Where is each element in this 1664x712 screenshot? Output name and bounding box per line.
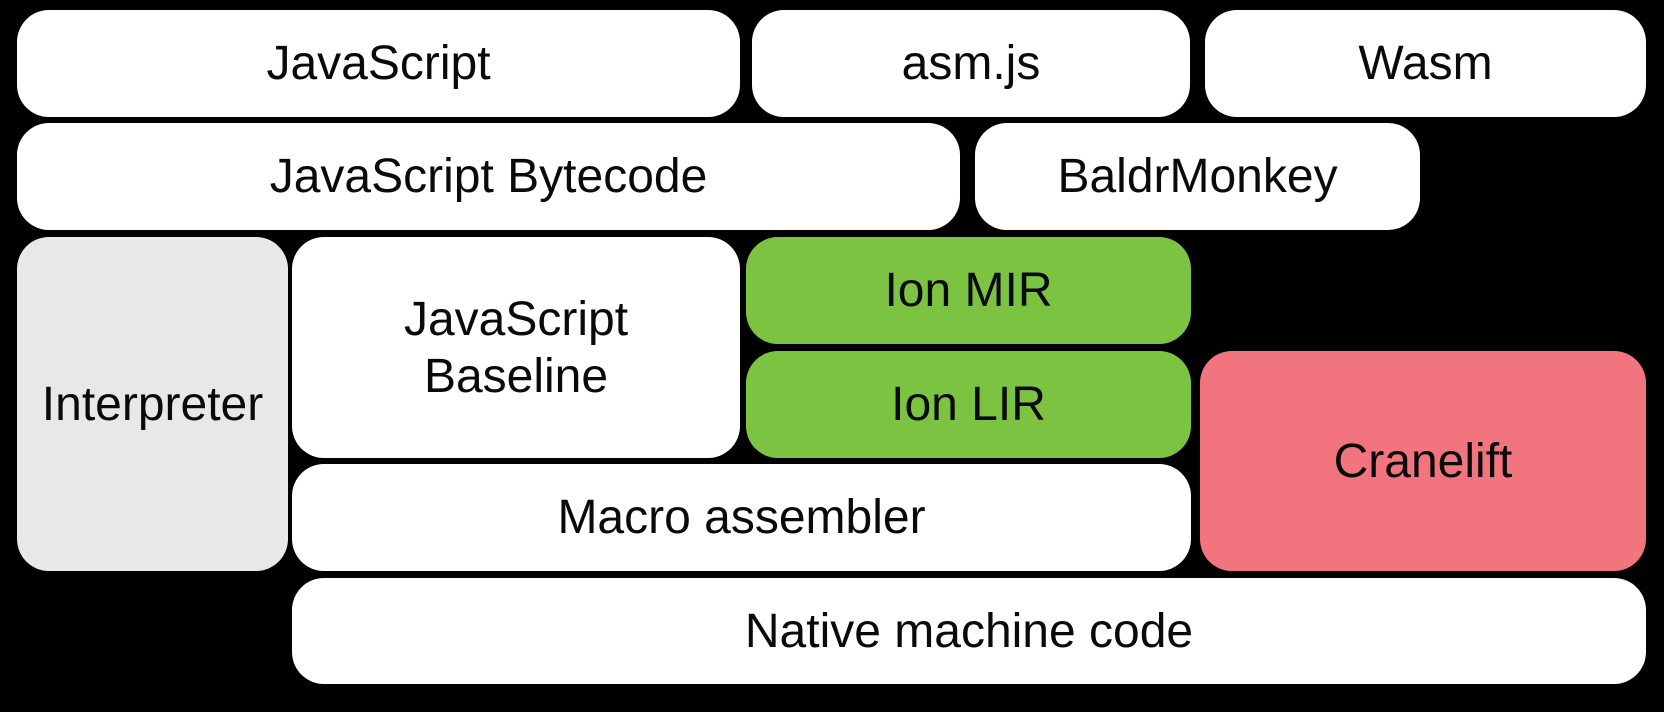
box-javascript-baseline-line1: JavaScript	[403, 292, 629, 346]
box-ion-mir-label: Ion MIR	[884, 264, 1053, 317]
box-baldrmonkey: BaldrMonkey	[975, 123, 1420, 230]
box-asm-js: asm.js	[752, 10, 1190, 117]
box-asm-js-label: asm.js	[901, 37, 1041, 90]
box-ion-lir: Ion LIR	[746, 351, 1191, 458]
box-ion-mir: Ion MIR	[746, 237, 1191, 344]
box-interpreter: Interpreter	[17, 237, 288, 571]
box-cranelift: Cranelift	[1200, 351, 1646, 571]
box-interpreter-label: Interpreter	[41, 377, 264, 431]
box-native-machine-code-label: Native machine code	[744, 604, 1194, 658]
box-baldrmonkey-label: BaldrMonkey	[1057, 150, 1338, 203]
box-ion-lir-label: Ion LIR	[891, 378, 1046, 431]
box-native-machine-code: Native machine code	[292, 578, 1646, 684]
box-javascript-bytecode: JavaScript Bytecode	[17, 123, 960, 230]
box-javascript: JavaScript	[17, 10, 740, 117]
box-javascript-baseline: JavaScript Baseline	[292, 237, 740, 458]
box-macro-assembler-label: Macro assembler	[557, 491, 926, 544]
box-javascript-label: JavaScript	[266, 37, 491, 90]
box-cranelift-label: Cranelift	[1333, 434, 1513, 488]
box-javascript-bytecode-label: JavaScript Bytecode	[269, 150, 708, 203]
box-macro-assembler: Macro assembler	[292, 464, 1191, 571]
box-javascript-baseline-line2: Baseline	[423, 349, 609, 403]
box-wasm-label: Wasm	[1358, 37, 1493, 90]
box-wasm: Wasm	[1205, 10, 1646, 117]
